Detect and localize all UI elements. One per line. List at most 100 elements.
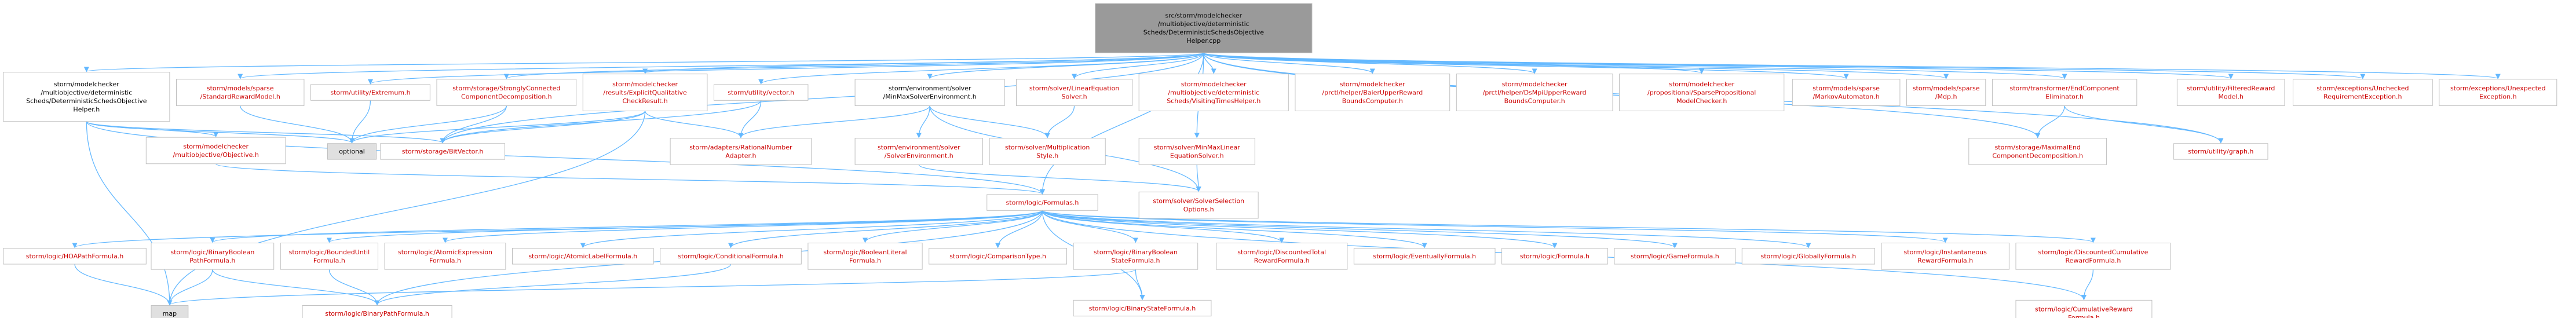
node-explicit_qual[interactable]: storm/modelchecker/results/ExplicitQuali… bbox=[582, 74, 708, 112]
node-label-line: EquationSolver.h bbox=[1170, 152, 1224, 159]
node-label-line: storm/modelchecker bbox=[612, 81, 678, 88]
node-label-line: /MinMaxSolverEnvironment.h bbox=[883, 93, 977, 101]
node-vector[interactable]: storm/utility/vector.h bbox=[714, 84, 809, 101]
node-label-line: /results/ExplicitQualitative bbox=[603, 89, 687, 96]
node-label-line: Formula.h bbox=[313, 257, 345, 264]
node-label-line: storm/logic/ConditionalFormula.h bbox=[678, 253, 783, 260]
node-mdp[interactable]: storm/models/sparse/Mdp.h bbox=[1906, 79, 1986, 106]
node-game_formula[interactable]: storm/logic/GameFormula.h bbox=[1614, 248, 1736, 265]
node-minmax_lin_eq[interactable]: storm/solver/MinMaxLinearEquationSolver.… bbox=[1138, 138, 1255, 165]
node-conditional[interactable]: storm/logic/ConditionalFormula.h bbox=[660, 248, 802, 265]
node-box bbox=[1992, 79, 2137, 106]
node-eventually[interactable]: storm/logic/EventuallyFormula.h bbox=[1353, 248, 1496, 265]
node-label-line: /multiobjective/deterministic bbox=[1158, 20, 1249, 28]
node-dsmpi_upper[interactable]: storm/modelchecker/prctl/helper/DsMpiUpp… bbox=[1456, 74, 1613, 112]
node-bitvector[interactable]: storm/storage/BitVector.h bbox=[380, 143, 505, 160]
node-disc_total[interactable]: storm/logic/DiscountedTotalRewardFormula… bbox=[1216, 243, 1348, 270]
node-label-line: ComponentDecomposition.h bbox=[1992, 152, 2083, 159]
node-box bbox=[2173, 143, 2268, 160]
node-atomic_label[interactable]: storm/logic/AtomicLabelFormula.h bbox=[512, 248, 654, 265]
node-label-line: storm/logic/AtomicExpression bbox=[398, 248, 492, 256]
node-minmax_env[interactable]: storm/environment/solver/MinMaxSolverEnv… bbox=[854, 79, 1005, 106]
node-std_reward[interactable]: storm/models/sparse/StandardRewardModel.… bbox=[176, 79, 305, 106]
node-label-line: storm/environment/solver bbox=[878, 144, 960, 151]
node-transformer[interactable]: storm/transformer/EndComponentEliminator… bbox=[1992, 79, 2137, 106]
node-label-line: PathFormula.h bbox=[189, 257, 235, 264]
node-graph_h[interactable]: storm/utility/graph.h bbox=[2173, 143, 2268, 160]
node-extremum[interactable]: storm/utility/Extremum.h bbox=[310, 84, 430, 101]
node-box bbox=[3, 72, 170, 122]
edge-formulas-to-bounded_until bbox=[327, 210, 1043, 243]
node-label-line: storm/storage/StronglyConnected bbox=[452, 85, 560, 92]
node-box bbox=[2015, 299, 2153, 318]
node-binary_path[interactable]: storm/logic/BinaryPathFormula.h bbox=[302, 305, 452, 318]
node-label-line: Scheds/DeterministicSchedsObjective bbox=[1143, 29, 1265, 36]
edge-formulas-to-globally bbox=[1042, 210, 1811, 248]
node-markov[interactable]: storm/models/sparse/MarkovAutomaton.h bbox=[1792, 79, 1901, 106]
node-helper_h[interactable]: storm/modelchecker/multiobjective/determ… bbox=[3, 72, 170, 122]
node-box bbox=[327, 143, 377, 160]
edge-scc-to-bitvector bbox=[440, 105, 507, 144]
node-label-line: storm/logic/GloballyFormula.h bbox=[1760, 253, 1856, 260]
node-sparse_prop[interactable]: storm/modelchecker/propositional/SparseP… bbox=[1619, 74, 1785, 112]
node-label-line: Formula.h bbox=[2068, 314, 2100, 318]
node-binary_state[interactable]: storm/logic/BinaryStateFormula.h bbox=[1073, 299, 1212, 317]
edge-scc-to-optional bbox=[349, 105, 507, 144]
node-box bbox=[929, 248, 1067, 265]
node-box bbox=[176, 79, 305, 106]
node-label-line: storm/modelchecker bbox=[1340, 81, 1405, 88]
node-label-line: Eliminator.h bbox=[2045, 93, 2084, 101]
node-label-line: ModelChecker.h bbox=[1676, 97, 1727, 105]
node-mo_objective[interactable]: storm/modelchecker/multiobjective/Object… bbox=[145, 137, 286, 165]
node-box bbox=[1501, 248, 1608, 265]
edge-root-to-dsmpi_upper bbox=[1203, 52, 1537, 74]
node-box bbox=[670, 138, 812, 165]
dependency-nodes: src/storm/modelchecker/multiobjective/de… bbox=[3, 3, 2557, 318]
node-box bbox=[1016, 79, 1133, 106]
node-formula_h[interactable]: storm/logic/Formula.h bbox=[1501, 248, 1608, 265]
node-label-line: storm/solver/Multiplication bbox=[1005, 144, 1090, 151]
node-comparison[interactable]: storm/logic/ComparisonType.h bbox=[929, 248, 1067, 265]
node-box bbox=[1095, 3, 1313, 53]
node-solver_env[interactable]: storm/environment/solver/SolverEnvironme… bbox=[854, 138, 983, 165]
node-disc_cumulative[interactable]: storm/logic/DiscountedCumulativeRewardFo… bbox=[2015, 243, 2171, 270]
edge-formulas-to-bool_literal bbox=[863, 210, 1043, 243]
node-box bbox=[1792, 79, 1901, 106]
node-box bbox=[151, 305, 189, 318]
node-visiting_times[interactable]: storm/modelchecker/multiobjective/determ… bbox=[1138, 74, 1289, 112]
node-box bbox=[1138, 74, 1289, 112]
node-max_ec[interactable]: storm/storage/MaximalEndComponentDecompo… bbox=[1968, 138, 2107, 165]
edge-mo_objective-to-formulas bbox=[215, 163, 1045, 195]
node-label-line: Adapter.h bbox=[725, 152, 756, 159]
edge-minmax_env-to-mult_style bbox=[929, 105, 1050, 138]
node-label-line: BoundsComputer.h bbox=[1342, 97, 1403, 105]
node-label-line: storm/logic/BinaryPathFormula.h bbox=[325, 310, 429, 317]
node-label-line: storm/logic/BinaryStateFormula.h bbox=[1089, 305, 1196, 312]
node-label-line: storm/adapters/RationalNumber bbox=[689, 144, 792, 151]
node-label-line: storm/utility/vector.h bbox=[728, 89, 794, 96]
node-box bbox=[807, 243, 923, 270]
edge-explicit_qual-to-bitvector bbox=[440, 111, 646, 144]
node-baier_upper[interactable]: storm/modelchecker/prctl/helper/BaierUpp… bbox=[1295, 74, 1450, 112]
node-unchecked_exc[interactable]: storm/exceptions/UncheckedRequirementExc… bbox=[2293, 79, 2433, 106]
node-label-line: RewardFormula.h bbox=[1917, 257, 1973, 264]
node-formulas[interactable]: storm/logic/Formulas.h bbox=[986, 194, 1098, 211]
node-globally[interactable]: storm/logic/GloballyFormula.h bbox=[1741, 248, 1875, 265]
node-hoa_path[interactable]: storm/logic/HOAPathFormula.h bbox=[3, 248, 147, 265]
edge-bounded_until-to-binary_path bbox=[328, 269, 380, 306]
edge-formulas-to-formula_h bbox=[1042, 210, 1558, 248]
node-scc[interactable]: storm/storage/StronglyConnectedComponent… bbox=[436, 79, 577, 106]
